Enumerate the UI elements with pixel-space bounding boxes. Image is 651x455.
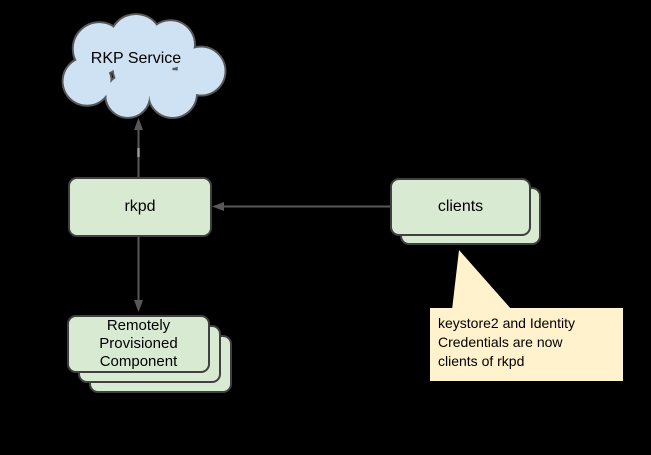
- arrowhead-down: [134, 300, 143, 312]
- edge-clients-to-rkpd: [212, 202, 390, 211]
- callout-line3: clients of rkpd: [438, 353, 525, 369]
- connector-midpoint-mark: [137, 148, 140, 157]
- callout-tail: [452, 250, 512, 310]
- node-rpc: Remotely Provisioned Component: [67, 315, 210, 373]
- clients-label: clients: [437, 198, 484, 215]
- callout-line2: Credentials are now: [438, 334, 563, 350]
- rpc-label: Remotely Provisioned Component: [99, 317, 177, 371]
- rpc-label-line3: Component: [99, 353, 178, 370]
- node-rkpd: rkpd: [68, 177, 212, 237]
- node-clients: clients: [390, 178, 531, 236]
- rkpd-label: rkpd: [124, 198, 156, 215]
- arrowhead-left: [212, 202, 224, 211]
- rpc-label-line2: Provisioned: [99, 335, 178, 352]
- callout-note: keystore2 and Identity Credentials are n…: [430, 308, 623, 381]
- edge-rkpd-to-rkp-service: [134, 118, 143, 177]
- callout-line1: keystore2 and Identity: [438, 315, 575, 331]
- rpc-label-line1: Remotely: [106, 317, 171, 334]
- edge-rkpd-to-rpc: [134, 237, 143, 312]
- rkp-service-label: RKP Service: [90, 50, 182, 67]
- arrowhead-up: [134, 118, 143, 130]
